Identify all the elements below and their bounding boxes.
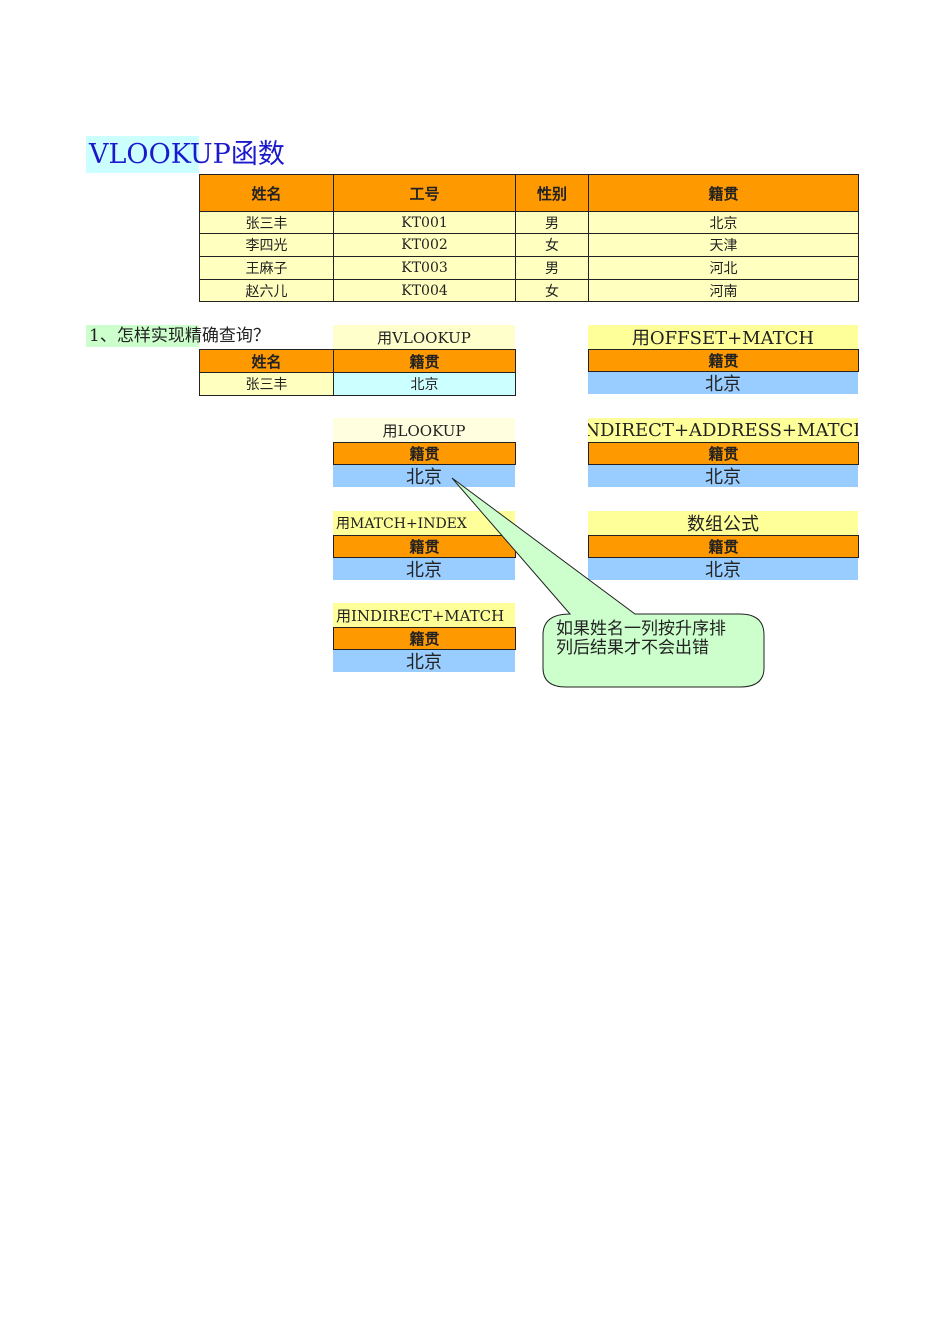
- table-header-cell: 籍贯: [588, 174, 859, 212]
- vlookup-origin-header: 籍贯: [333, 349, 516, 373]
- table-cell: 天津: [588, 233, 859, 257]
- method-result: 北京: [588, 558, 858, 580]
- method-title: 用LOOKUP: [333, 418, 515, 442]
- vlookup-name-input[interactable]: 张三丰: [199, 372, 334, 396]
- table-cell: KT003: [333, 256, 516, 280]
- table-cell: 男: [515, 211, 589, 234]
- method-result: 北京: [588, 465, 858, 487]
- method-result: 北京: [333, 650, 515, 672]
- callout-note: 如果姓名一列按升序排 列后结果才不会出错: [556, 620, 726, 658]
- vlookup-origin-result: 北京: [333, 372, 516, 396]
- callout-line-2: 列后结果才不会出错: [556, 638, 709, 658]
- method-result: 北京: [333, 558, 515, 580]
- question-label: 1、怎样实现精确查询？: [89, 326, 270, 346]
- method-header: 籍贯: [588, 442, 859, 465]
- method-title: INDIRECT+ADDRESS+MATCH: [588, 418, 858, 442]
- vlookup-name-header: 姓名: [199, 349, 334, 373]
- method-title: 用INDIRECT+MATCH: [333, 603, 515, 627]
- table-header-cell: 工号: [333, 174, 516, 212]
- callout-shape: [451, 477, 765, 688]
- table-cell: KT004: [333, 279, 516, 302]
- table-cell: 李四光: [199, 233, 334, 257]
- method-header: 籍贯: [333, 627, 516, 650]
- method-header: 籍贯: [588, 535, 859, 558]
- table-cell: 赵六儿: [199, 279, 334, 302]
- method-title: 用OFFSET+MATCH: [588, 325, 858, 349]
- page-title: VLOOKUP函数: [89, 139, 285, 170]
- table-cell: KT002: [333, 233, 516, 257]
- method-header: 籍贯: [588, 349, 859, 372]
- method-header: 籍贯: [333, 442, 516, 465]
- table-cell: 河南: [588, 279, 859, 302]
- method-title: 数组公式: [588, 511, 858, 535]
- callout-line-1: 如果姓名一列按升序排: [556, 619, 726, 639]
- question-highlight: [86, 325, 199, 347]
- title-highlight: [86, 136, 199, 173]
- vlookup-title: 用VLOOKUP: [333, 325, 515, 349]
- table-cell: 王麻子: [199, 256, 334, 280]
- method-result: 北京: [588, 372, 858, 394]
- table-cell: 男: [515, 256, 589, 280]
- method-result: 北京: [333, 465, 515, 487]
